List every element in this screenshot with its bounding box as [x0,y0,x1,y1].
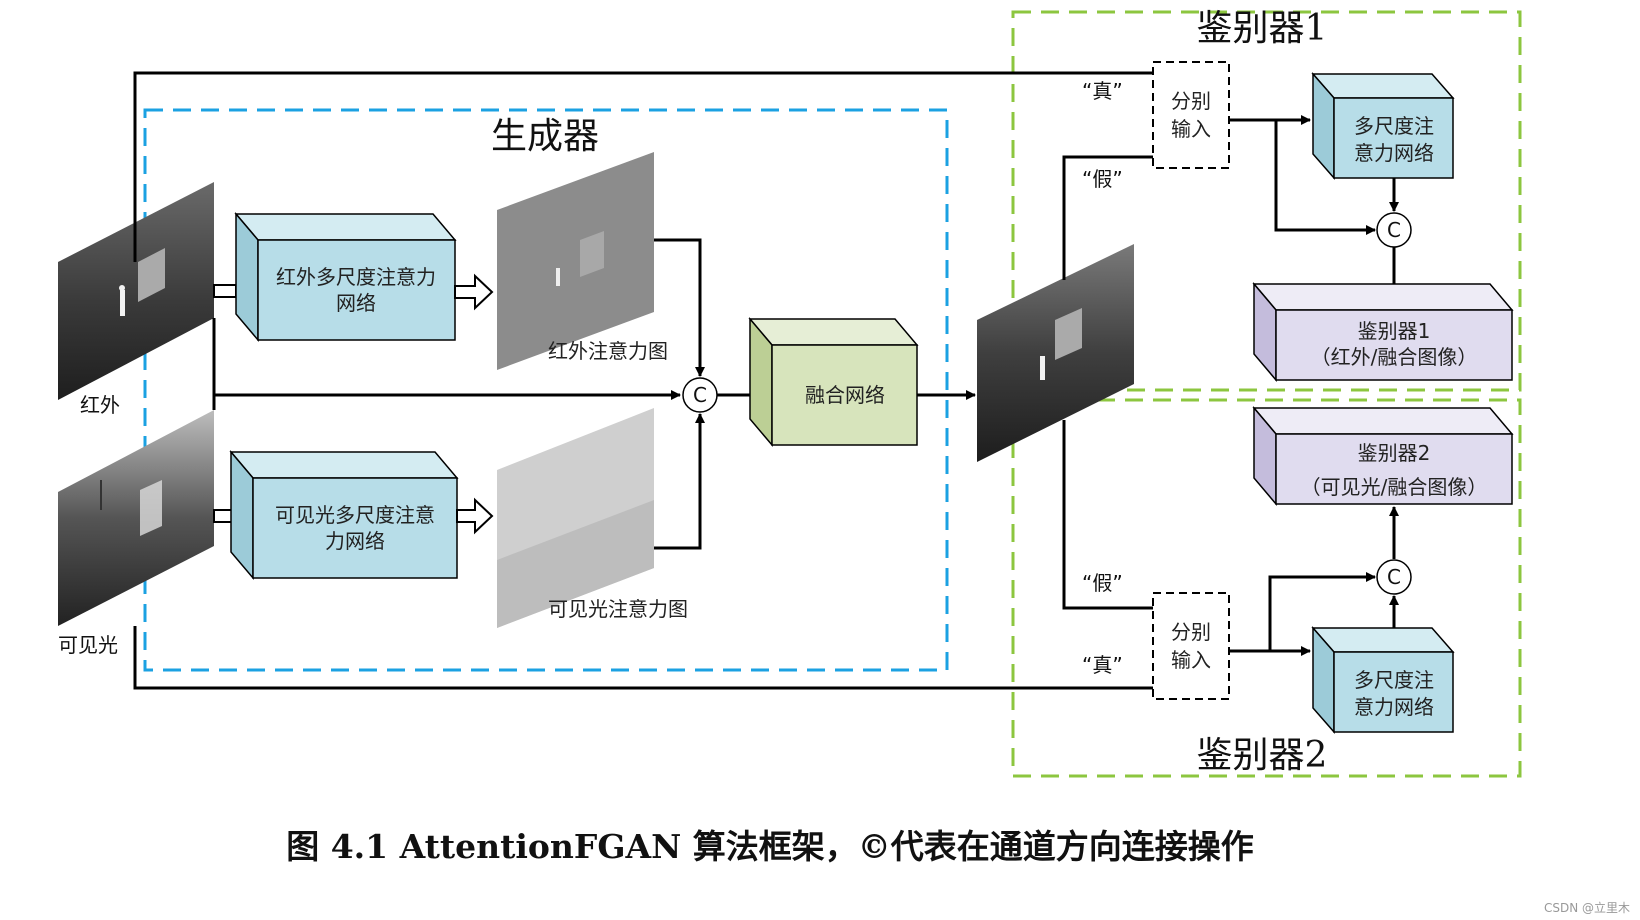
d1-split-line1: 分别 [1171,89,1211,113]
ir-map-label: 红外注意力图 [548,339,668,363]
d2-attention-net-box [1311,626,1455,734]
fusion-net-box [748,316,919,448]
concat-symbol-generator: C [693,383,707,407]
concat-symbol-d1: C [1387,218,1401,242]
d2-attention-line1: 多尺度注 [1354,668,1434,692]
d1-attention-net-box [1311,72,1455,180]
d2-fake-signal: “假” [1082,571,1123,595]
visible-label: 可见光 [58,633,118,657]
concat-symbol-d2: C [1387,565,1401,589]
watermark: CSDN @立里木 [1544,900,1630,915]
d1-judge-line1: 鉴别器1 [1358,319,1431,343]
generator-title: 生成器 [491,116,599,157]
d2-split-line1: 分别 [1171,620,1211,644]
discriminator1-title: 鉴别器1 [1197,8,1328,49]
discriminator1-region [1011,10,1522,392]
discriminator2-region [1011,398,1522,778]
ir-attention-net-line2: 网络 [336,291,376,315]
d2-real-signal: “真” [1082,653,1123,677]
d1-judge-box [1252,281,1514,383]
vis-attention-net-line1: 可见光多尺度注意 [275,503,435,527]
fused-image [977,244,1134,462]
ir-attention-map-image [497,152,654,370]
concat-node-d2 [1376,559,1412,595]
d1-split-box [1152,61,1230,169]
d2-judge-box [1252,405,1514,507]
d1-real-signal: “真” [1082,79,1123,103]
ir-attention-net-box [234,211,457,343]
d1-fake-signal: “假” [1082,167,1123,191]
d1-attention-line2: 意力网络 [1354,141,1434,165]
vis-attention-map-image [497,408,654,628]
infrared-label: 红外 [80,393,120,417]
vis-map-label: 可见光注意力图 [548,597,688,621]
fusion-net-label: 融合网络 [805,383,885,407]
d2-attention-line2: 意力网络 [1354,695,1434,719]
visible-input-image [58,410,214,626]
hollow-arrow-vis-out [456,497,494,535]
d1-judge-line2: （红外/融合图像） [1311,345,1478,369]
d2-split-box [1152,592,1230,700]
hollow-arrow-vis-in [213,509,233,523]
figure-caption: 图 4.1 AttentionFGAN 算法框架，©代表在通道方向连接操作 [286,827,1254,866]
discriminator2-title: 鉴别器2 [1197,735,1328,776]
vis-attention-net-line2: 力网络 [325,529,385,553]
d1-split-line2: 输入 [1171,117,1211,141]
hollow-arrow-ir-out [454,273,494,311]
d2-judge-line2: （可见光/融合图像） [1301,475,1488,499]
hollow-arrow-ir-in [213,284,237,298]
d2-judge-line1: 鉴别器2 [1358,441,1431,465]
ir-attention-net-line1: 红外多尺度注意力 [276,265,436,289]
infrared-input-image [58,182,214,400]
vis-attention-net-box [229,449,459,581]
d1-attention-line1: 多尺度注 [1354,114,1434,138]
d2-split-line2: 输入 [1171,648,1211,672]
generator-region [143,108,949,672]
